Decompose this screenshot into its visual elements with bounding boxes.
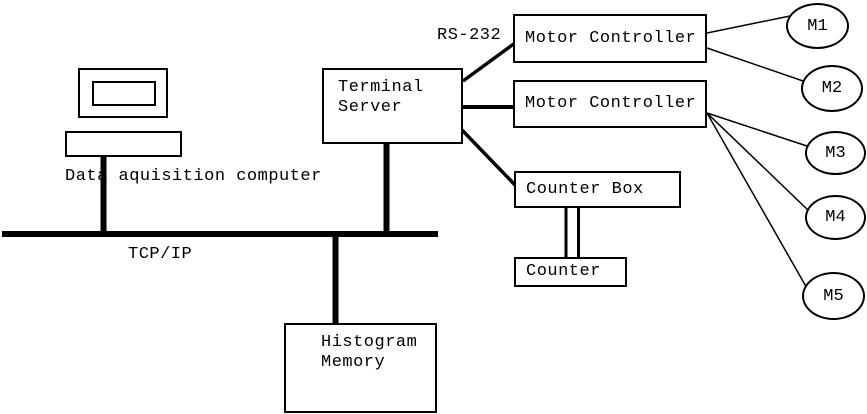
node-histogram-memory: Histogram Memory xyxy=(284,323,437,413)
serial-link-motor-controller-1 xyxy=(461,41,517,83)
motor-link-m3 xyxy=(706,112,811,148)
motor-link-m1 xyxy=(706,15,791,34)
motor-m2-label: M2 xyxy=(821,79,843,98)
terminal-server-label: Terminal Server xyxy=(338,78,424,117)
node-motor-m3: M3 xyxy=(805,131,866,175)
motor-m4-label: M4 xyxy=(825,208,846,227)
node-motor-m1: M1 xyxy=(786,3,849,49)
motor-m3-label: M3 xyxy=(825,143,846,163)
motor-link-m5 xyxy=(706,112,809,291)
counter-box-label: Counter Box xyxy=(526,179,644,199)
motor-m1-label: M1 xyxy=(807,16,828,36)
node-motor-controller-1: Motor Controller xyxy=(513,14,707,63)
node-motor-m5: M5 xyxy=(802,272,865,320)
motor-m5-label: M5 xyxy=(823,286,844,306)
node-terminal-server: Terminal Server xyxy=(322,68,463,144)
computer-label: Data aquisition computer xyxy=(65,167,322,186)
motor-controller-1-label: Motor Controller xyxy=(525,28,697,48)
counter-label: Counter xyxy=(526,262,601,281)
computer-keyboard-icon xyxy=(65,131,182,157)
serial-link-counter-box xyxy=(460,128,518,188)
node-motor-m4: M4 xyxy=(805,195,866,240)
motor-link-m2 xyxy=(706,47,807,83)
motor-controller-2-label: Motor Controller xyxy=(525,94,697,113)
computer-screen-icon xyxy=(92,81,156,106)
histogram-memory-label: Histogram Memory xyxy=(321,333,418,372)
node-motor-m2: M2 xyxy=(801,65,863,112)
tcpip-label: TCP/IP xyxy=(128,245,193,264)
rs232-label: RS-232 xyxy=(437,26,502,45)
node-counter: Counter xyxy=(514,257,627,287)
motor-link-m4 xyxy=(706,112,811,213)
node-counter-box: Counter Box xyxy=(514,171,681,208)
node-motor-controller-2: Motor Controller xyxy=(513,80,707,128)
